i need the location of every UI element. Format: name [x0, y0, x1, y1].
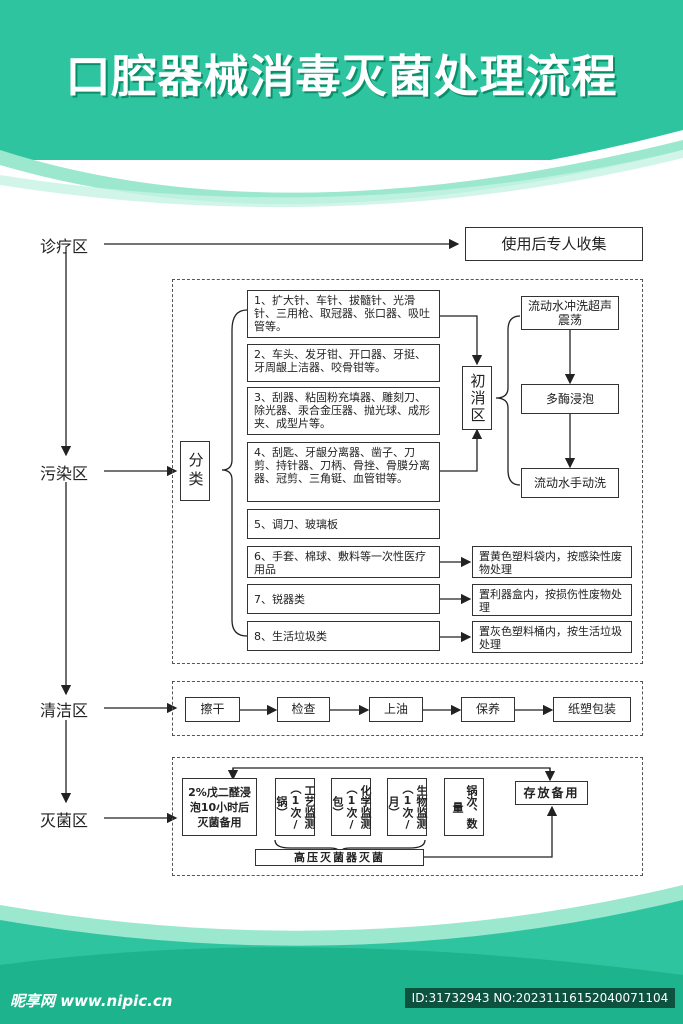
- monitor-chemical: 化学监测（1次/包）: [331, 778, 372, 836]
- monitor-biological: 生物监测（1次/月）: [387, 778, 428, 836]
- zone-contaminated: 污染区: [40, 464, 89, 483]
- contaminated-area: [172, 279, 643, 664]
- header-background: [0, 0, 683, 215]
- classify-box: 分类: [180, 441, 210, 501]
- storage-box: 存放备用: [515, 781, 588, 805]
- clean-step-maintain: 保养: [461, 697, 515, 722]
- item-4: 4、刮匙、牙龈分离器、凿子、刀剪、持针器、刀柄、骨挫、骨膜分离器、冠剪、三角铤、…: [247, 442, 440, 502]
- pre-step-handwash: 流动水手动洗: [521, 468, 619, 498]
- pre-disinfect-box: 初消区: [462, 366, 492, 430]
- clean-step-inspect: 检查: [277, 697, 330, 722]
- clean-area: [172, 681, 643, 736]
- item-8: 8、生活垃圾类: [247, 621, 440, 651]
- sterilize-area: [172, 757, 643, 876]
- collect-box: 使用后专人收集: [465, 227, 643, 261]
- disposal-yellow: 置黄色塑料袋内，按感染性废物处理: [472, 546, 632, 578]
- page-title: 口腔器械消毒灭菌处理流程: [65, 50, 618, 103]
- clean-step-dry: 擦干: [185, 697, 240, 722]
- watermark-site: 昵享网 www.nipic.cn: [10, 992, 173, 1010]
- item-2: 2、车头、发牙钳、开口器、牙挺、牙周龈上洁器、咬骨钳等。: [247, 344, 440, 382]
- disposal-grey: 置灰色塑料桶内，按生活垃圾处理: [472, 621, 632, 653]
- pre-step-rinse: 流动水冲洗超声震荡: [521, 296, 619, 330]
- item-6: 6、手套、棉球、敷料等一次性医疗用品: [247, 546, 440, 578]
- soak-box: 2%戊二醛浸泡10小时后灭菌备用: [182, 778, 257, 836]
- batch-count-box: 锅次、数量: [444, 778, 484, 836]
- clean-step-oil: 上油: [369, 697, 423, 722]
- item-3: 3、刮器、粘固粉充填器、雕刻刀、除光器、汞合金压器、抛光球、成形夹、成型片等。: [247, 387, 440, 435]
- item-5: 5、调刀、玻璃板: [247, 509, 440, 539]
- disposal-sharps: 置利器盒内，按损伤性废物处理: [472, 584, 632, 616]
- item-1: 1、扩大针、车针、拔髓针、光滑针、三用枪、取冠器、张口器、吸吐管等。: [247, 290, 440, 338]
- zone-clean: 清洁区: [40, 701, 89, 720]
- zone-treatment: 诊疗区: [40, 237, 89, 256]
- item-7: 7、锐器类: [247, 584, 440, 614]
- pre-step-enzyme: 多酶浸泡: [521, 384, 619, 414]
- zone-sterilize: 灭菌区: [40, 811, 89, 830]
- autoclave-box: 高压灭菌器灭菌: [255, 849, 424, 866]
- clean-step-package: 纸塑包装: [553, 697, 631, 722]
- monitor-process: 工艺监测（1次/锅）: [275, 778, 316, 836]
- watermark-id: ID:31732943 NO:20231116152040071104: [405, 988, 675, 1008]
